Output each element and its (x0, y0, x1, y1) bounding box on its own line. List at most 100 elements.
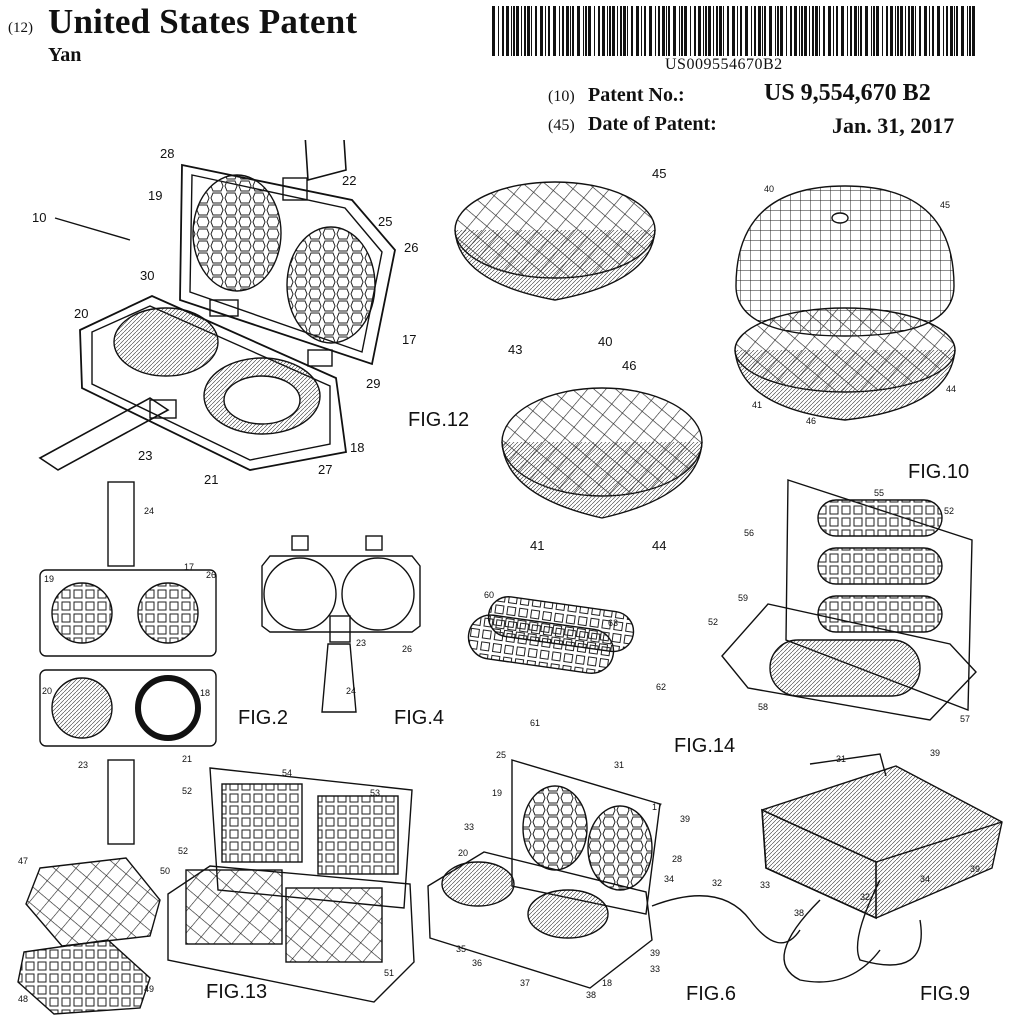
barcode-bar (545, 6, 546, 56)
inventor-name: Yan (48, 44, 81, 67)
svg-text:19: 19 (44, 574, 54, 584)
barcode-bar (658, 6, 660, 56)
svg-text:53: 53 (370, 788, 380, 798)
barcode-bar (617, 6, 618, 56)
svg-text:25: 25 (496, 750, 506, 760)
barcode-bar (492, 6, 495, 56)
barcode-bar (745, 6, 748, 56)
barcode-bar (873, 6, 875, 56)
svg-text:44: 44 (652, 538, 666, 553)
svg-text:32: 32 (860, 892, 870, 902)
barcode-bar (727, 6, 729, 56)
barcode-bar (929, 6, 930, 56)
svg-text:52: 52 (182, 786, 192, 796)
barcode-bar (876, 6, 879, 56)
barcode-bar (690, 6, 691, 56)
barcode-bar (801, 6, 803, 56)
barcode-bar (524, 6, 526, 56)
barcode-bar (786, 6, 787, 56)
fig14-stick-maker: 55 52 56 59 52 58 57 (708, 480, 976, 724)
barcode (492, 6, 980, 56)
barcode-bar (937, 6, 940, 56)
barcode-bar (572, 6, 574, 56)
barcode-bar (641, 6, 642, 56)
barcode-bar (535, 6, 537, 56)
barcode-bar (895, 6, 896, 56)
fig9-label: FIG.9 (920, 983, 970, 1005)
barcode-bar (886, 6, 888, 56)
barcode-bar (972, 6, 975, 56)
barcode-bar (794, 6, 797, 56)
barcode-bar (694, 6, 696, 56)
barcode-bar (531, 6, 532, 56)
barcode-bar (815, 6, 818, 56)
barcode-bar (513, 6, 515, 56)
svg-text:46: 46 (806, 416, 816, 426)
barcode-bar (602, 6, 605, 56)
barcode-bar (908, 6, 910, 56)
svg-text:33: 33 (760, 880, 770, 890)
barcode-bar (828, 6, 831, 56)
barcode-bar (553, 6, 556, 56)
barcode-bar (956, 6, 958, 56)
patent-number-code: (10) (548, 88, 575, 106)
barcode-bar (577, 6, 580, 56)
barcode-bar (627, 6, 628, 56)
barcode-bar (502, 6, 504, 56)
svg-text:20: 20 (458, 848, 468, 858)
barcode-bar (969, 6, 971, 56)
date-label: Date of Patent: (588, 113, 717, 136)
patent-number-label: Patent No.: (588, 84, 685, 107)
barcode-bar (559, 6, 560, 56)
fig13-square-waffles: 47 48 49 (18, 856, 160, 1014)
fig1-waffle-maker-perspective (40, 140, 395, 470)
barcode-bar (865, 6, 868, 56)
barcode-bar (882, 6, 883, 56)
svg-text:26: 26 (404, 240, 418, 255)
date-code: (45) (548, 117, 575, 135)
barcode-bar (764, 6, 766, 56)
barcode-bar (847, 6, 848, 56)
svg-text:34: 34 (664, 874, 674, 884)
svg-text:37: 37 (520, 978, 530, 988)
svg-text:36: 36 (472, 958, 482, 968)
barcode-bar (961, 6, 964, 56)
fig6-open-appliance: 25 31 19 33 17 39 28 20 32 34 35 36 37 3… (428, 750, 800, 1000)
svg-text:52: 52 (944, 506, 954, 516)
barcode-bar (946, 6, 948, 56)
barcode-bar (919, 6, 921, 56)
svg-text:17: 17 (184, 562, 194, 572)
svg-text:49: 49 (144, 984, 154, 994)
svg-text:34: 34 (920, 874, 930, 884)
barcode-bar (833, 6, 834, 56)
fig12-label: FIG.12 (408, 409, 469, 431)
barcode-bar (799, 6, 800, 56)
svg-text:44: 44 (946, 384, 956, 394)
barcode-bar (588, 6, 591, 56)
svg-text:48: 48 (18, 994, 28, 1004)
barcode-bar (850, 6, 852, 56)
svg-text:54: 54 (282, 768, 292, 778)
barcode-bar (858, 6, 859, 56)
fig14-label: FIG.14 (674, 735, 735, 757)
barcode-bar (527, 6, 530, 56)
barcode-bar (823, 6, 825, 56)
svg-text:20: 20 (74, 306, 88, 321)
barcode-bar (668, 6, 670, 56)
barcode-bar (713, 6, 714, 56)
date-value: Jan. 31, 2017 (832, 113, 954, 139)
barcode-bar (681, 6, 683, 56)
barcode-bar (740, 6, 742, 56)
barcode-bar (585, 6, 587, 56)
barcode-bar (673, 6, 676, 56)
barcode-bar (609, 6, 611, 56)
publication-number: US009554670B2 (665, 56, 783, 74)
svg-text:33: 33 (650, 964, 660, 974)
barcode-bar (732, 6, 735, 56)
barcode-bar (662, 6, 665, 56)
fig2-label: FIG.2 (238, 707, 288, 729)
barcode-bar (758, 6, 761, 56)
svg-text:61: 61 (530, 718, 540, 728)
barcode-bar (562, 6, 564, 56)
barcode-bar (762, 6, 763, 56)
